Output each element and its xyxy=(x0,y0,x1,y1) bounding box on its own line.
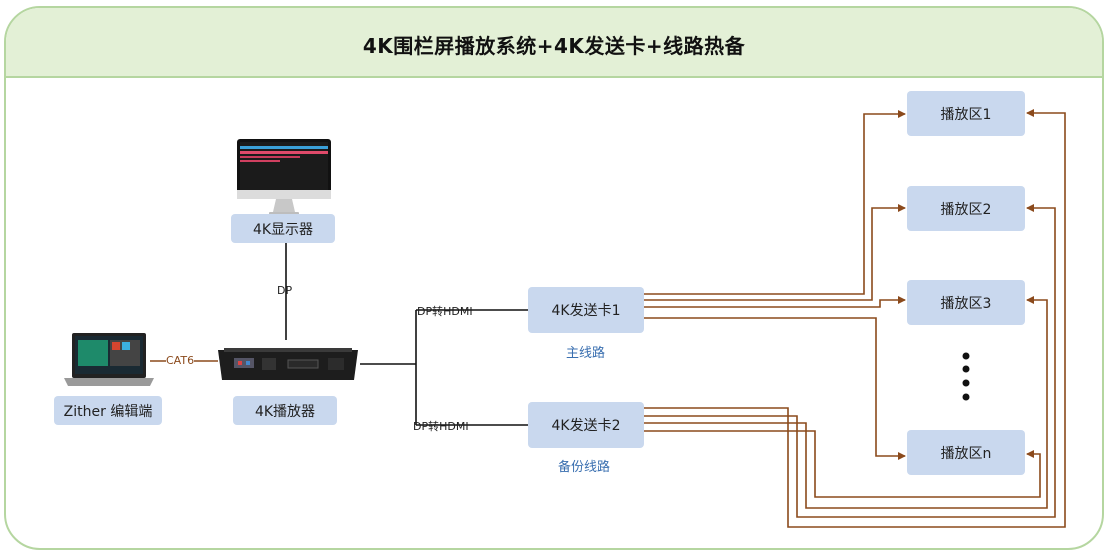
monitor-label: 4K显示器 xyxy=(231,214,335,243)
header-bar: 4K围栏屏播放系统+4K发送卡+线路热备 xyxy=(6,8,1102,78)
backup-cable-zone2 xyxy=(644,204,1056,518)
main-cable-zone1 xyxy=(644,110,906,295)
monitor-icon xyxy=(236,138,332,218)
player-icon xyxy=(216,344,360,384)
cat6-label: CAT6 xyxy=(166,354,195,367)
laptop-icon xyxy=(62,332,156,390)
diagram-title: 4K围栏屏播放系统+4K发送卡+线路热备 xyxy=(362,34,746,58)
main-cable-zone3 xyxy=(644,296,906,308)
main-cable-zone2 xyxy=(644,204,906,301)
backup-cable-zone3 xyxy=(644,296,1048,509)
zone-n: 播放区n xyxy=(907,430,1025,475)
backup-cable-zonen xyxy=(644,430,1041,498)
dp-hdmi-label-1: DP转HDMI xyxy=(417,305,473,318)
main-cable-zonen xyxy=(644,317,906,460)
main-line-label: 主线路 xyxy=(566,346,606,361)
zone-1: 播放区1 xyxy=(907,91,1025,136)
backup-cable-zone1 xyxy=(644,109,1066,528)
backup-line-label: 备份线路 xyxy=(558,460,611,475)
sending-card-2: 4K发送卡2 xyxy=(528,402,644,448)
sending-card-1: 4K发送卡1 xyxy=(528,287,644,333)
zone-2: 播放区2 xyxy=(907,186,1025,231)
player-label: 4K播放器 xyxy=(233,396,337,425)
ellipsis-dots xyxy=(962,352,970,401)
zone-3: 播放区3 xyxy=(907,280,1025,325)
editor-label: Zither 编辑端 xyxy=(54,396,162,425)
dp-label: DP xyxy=(277,284,293,297)
dp-hdmi-label-2: DP转HDMI xyxy=(413,420,469,433)
